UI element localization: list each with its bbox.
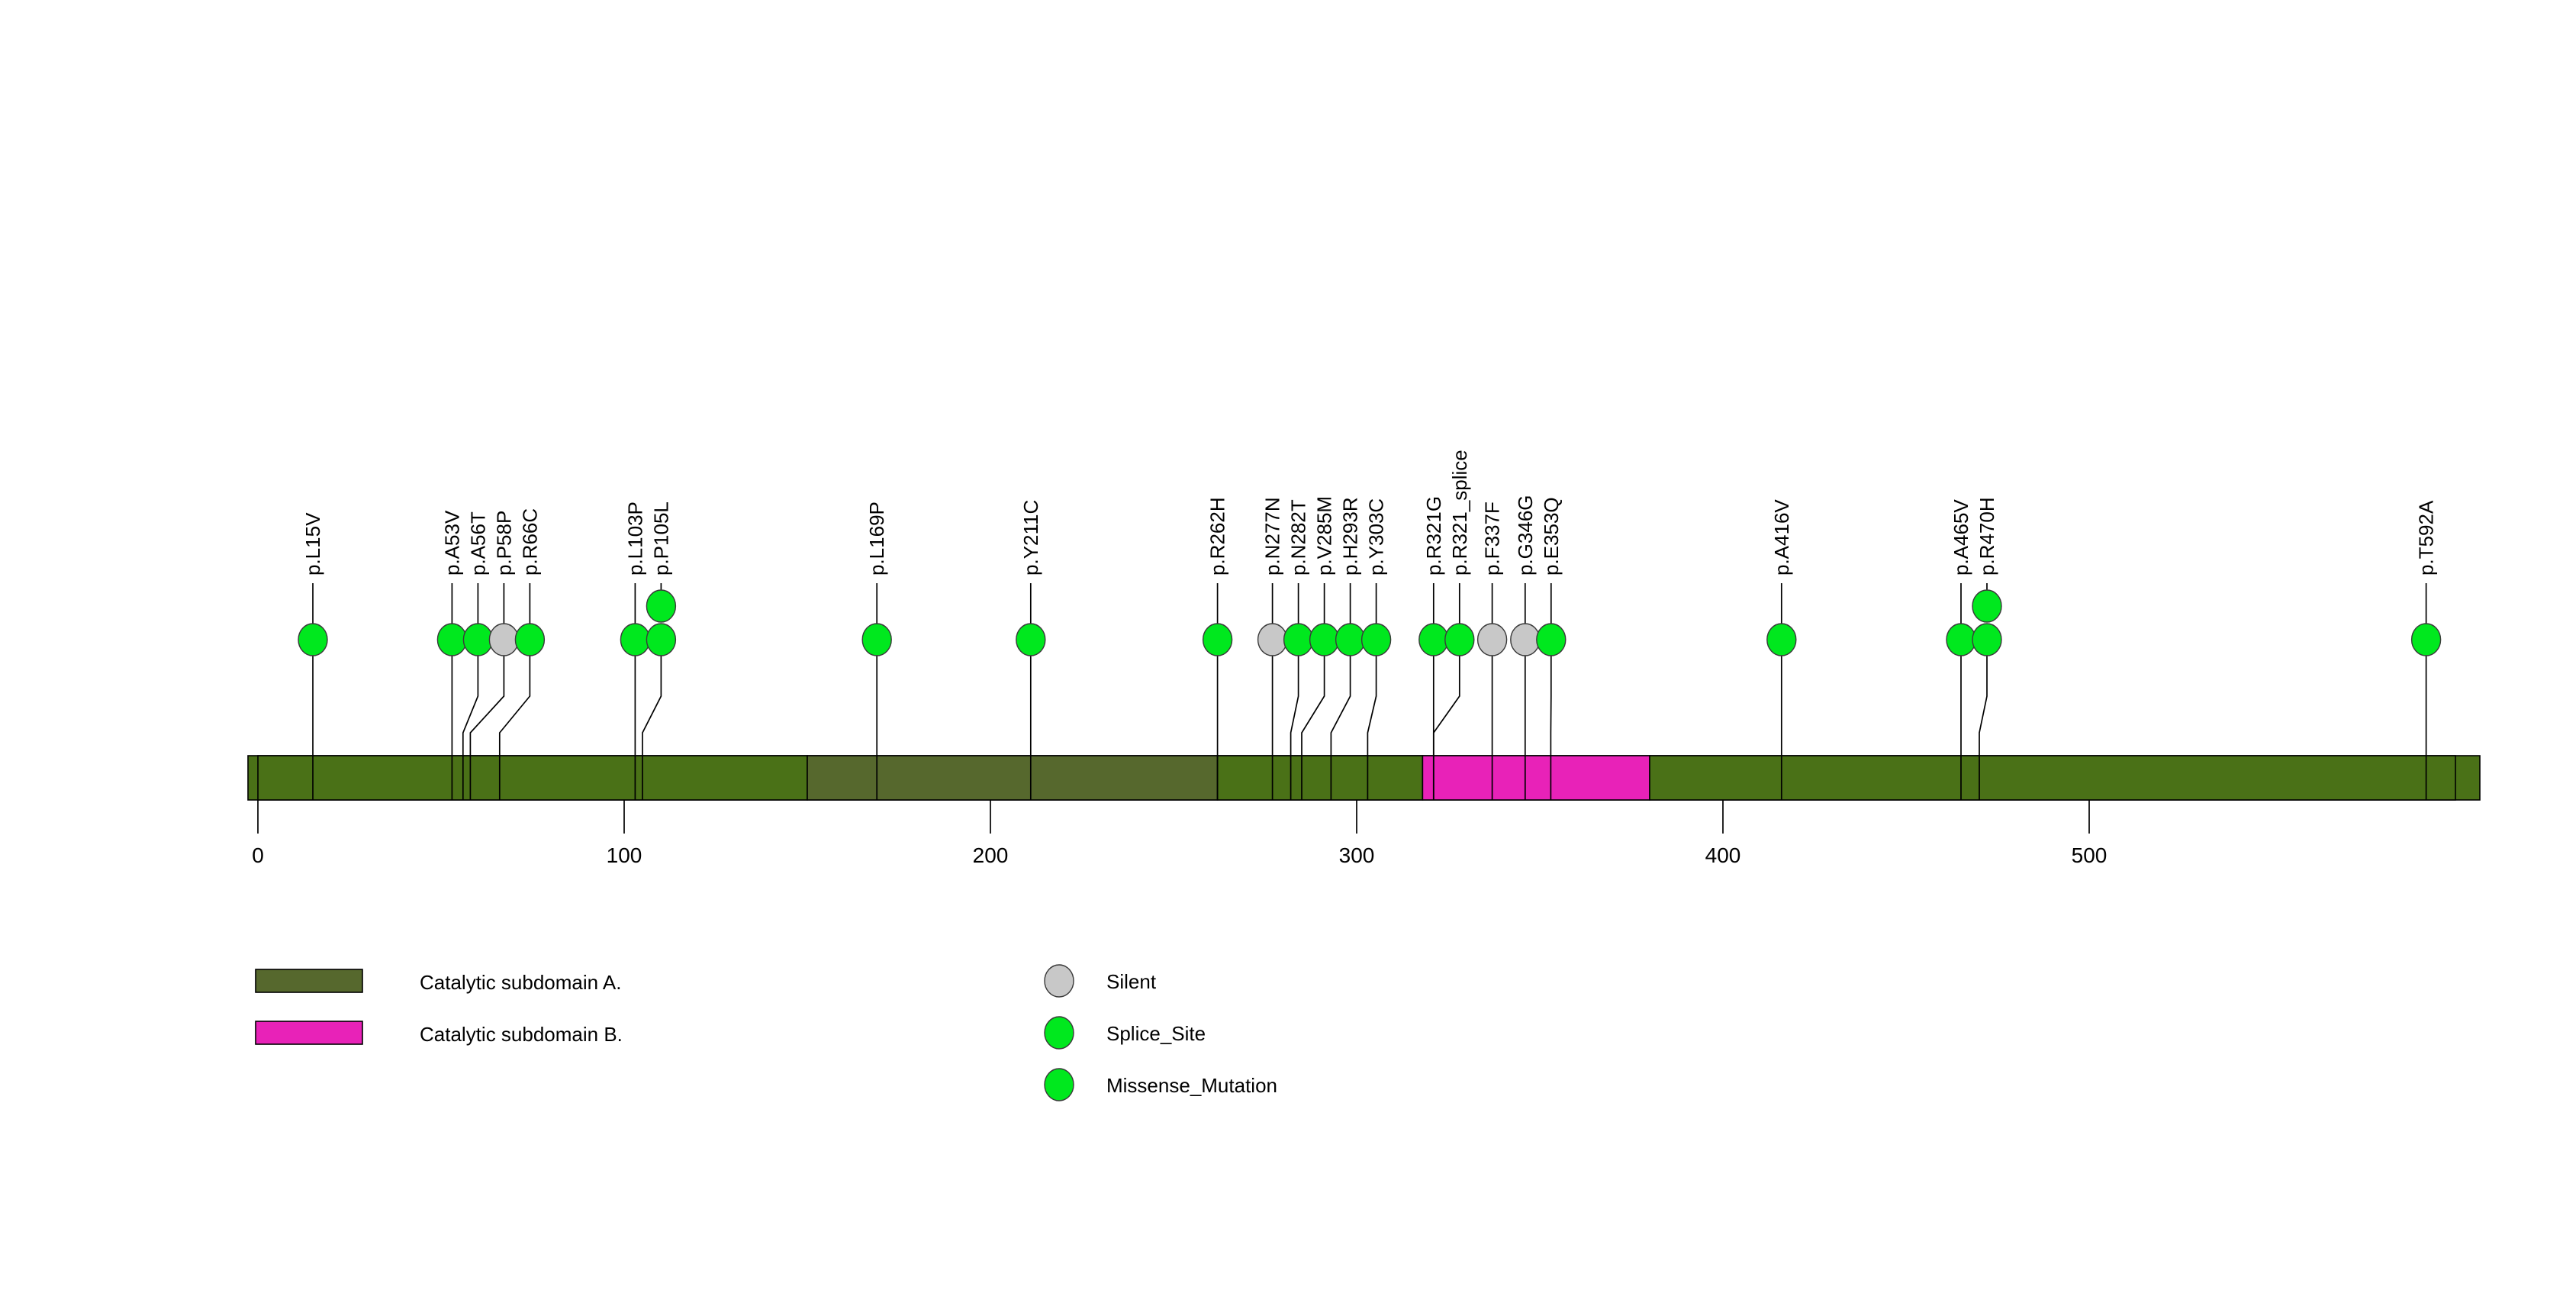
mutation-label: p.A53V [440, 510, 463, 576]
mutation-label: p.L169P [865, 501, 888, 576]
axis-tick-label: 200 [973, 843, 1009, 867]
mutation-label: p.E353Q [1540, 497, 1563, 576]
domain-segment [807, 755, 1219, 801]
lollipop-stem [1330, 640, 1351, 800]
domain-segment [1216, 755, 1424, 801]
lollipop-head[interactable] [1283, 623, 1314, 656]
lollipop-stem [462, 640, 479, 800]
legend-domain-swatch [255, 969, 363, 993]
lollipop-heads [298, 589, 2442, 656]
legend: Catalytic subdomain A. Catalytic subdomai… [255, 964, 1277, 1101]
lollipop-head[interactable] [620, 623, 651, 656]
axis-tick-label: 400 [1705, 843, 1741, 867]
mutation-label: p.H293R [1339, 497, 1362, 576]
lollipop-head[interactable] [298, 623, 328, 656]
domain-segment [257, 755, 808, 801]
mutation-label: p.R262H [1206, 497, 1229, 576]
lollipop-head[interactable] [1766, 623, 1797, 656]
mutation-label: p.V285M [1313, 496, 1336, 576]
legend-mutation-label: Silent [1106, 970, 1157, 993]
lollipop-head[interactable] [1972, 589, 2002, 623]
lollipop-stem [1290, 640, 1299, 800]
lollipop-head[interactable] [436, 623, 468, 656]
lollipop-head[interactable] [1946, 623, 1976, 656]
legend-mutation-label: Splice_Site [1106, 1022, 1206, 1045]
mutation-label: p.L15V [301, 512, 324, 576]
legend-mutation-swatch [1044, 1016, 1074, 1050]
mutation-label: p.N282T [1287, 499, 1310, 576]
lollipop-head[interactable] [2410, 623, 2442, 656]
lollipop-head[interactable] [1309, 623, 1340, 656]
lollipop-stem [1432, 640, 1460, 800]
legend-domain-swatch [255, 1021, 363, 1045]
axis-tick-label: 500 [2072, 843, 2107, 867]
mutation-label: p.Y303C [1365, 498, 1388, 576]
mutation-label: p.P105L [649, 501, 672, 576]
lollipop-head[interactable] [646, 623, 677, 656]
legend-mutation-swatch [1044, 964, 1074, 998]
mutation-label: p.R321_splice [1448, 450, 1471, 576]
lollipop-head[interactable] [1360, 623, 1392, 656]
mutation-label: p.A465V [1950, 499, 1972, 576]
mutation-label: p.R66C [518, 508, 541, 576]
lollipop-head[interactable] [1972, 623, 2002, 656]
lollipop-head[interactable] [462, 623, 494, 656]
mutation-label: p.L103P [623, 501, 646, 576]
lollipop-stem [498, 640, 531, 800]
x-axis: 0 100 200 300 400 500 [252, 800, 2107, 867]
lollipop-stem [469, 640, 505, 800]
lollipop-head[interactable] [1510, 623, 1541, 656]
mutation-label: p.N277N [1261, 497, 1284, 576]
lollipop-stem [1367, 640, 1377, 800]
lollipop-head[interactable] [1418, 623, 1449, 656]
lollipop-head[interactable] [1536, 623, 1567, 656]
lollipop-head[interactable] [1257, 623, 1288, 656]
legend-domain-label: Catalytic subdomain A. [420, 971, 621, 994]
axis-tick-label: 100 [607, 843, 642, 867]
mutation-label: p.R470H [1975, 497, 1998, 576]
domain-segment [1649, 755, 2456, 801]
lollipop-head[interactable] [1016, 623, 1046, 656]
mutation-label: p.A56T [466, 511, 489, 576]
lollipop-stem [642, 640, 662, 800]
lollipop-head[interactable] [488, 623, 520, 656]
legend-mutation-swatch [1044, 1068, 1074, 1101]
mutation-label: p.R321G [1422, 496, 1445, 576]
lollipop-head[interactable] [1476, 623, 1508, 656]
mutation-label: p.F337F [1481, 501, 1504, 576]
mutation-label: p.P58P [492, 511, 515, 576]
mutation-label: p.G346G [1514, 495, 1537, 576]
lollipop-head[interactable] [514, 623, 546, 656]
mutation-label: p.T592A [2415, 500, 2438, 576]
domain-segment [1422, 755, 1650, 801]
lollipop-head[interactable] [646, 589, 677, 623]
lollipop-head[interactable] [1335, 623, 1366, 656]
lollipop-head[interactable] [861, 623, 892, 656]
legend-domain-label: Catalytic subdomain B. [420, 1023, 623, 1046]
lollipop-head[interactable] [1444, 623, 1475, 656]
mutation-label: p.A416V [1770, 499, 1793, 576]
lollipop-head[interactable] [1202, 623, 1233, 656]
axis-tick-label: 300 [1339, 843, 1375, 867]
legend-mutation-label: Missense_Mutation [1106, 1074, 1277, 1097]
axis-tick-label: 0 [252, 843, 264, 867]
domain-track [247, 755, 2481, 801]
mutation-label: p.Y211C [1019, 500, 1042, 576]
lollipop-stem [1979, 640, 1988, 800]
lollipop-stem [1301, 640, 1325, 800]
